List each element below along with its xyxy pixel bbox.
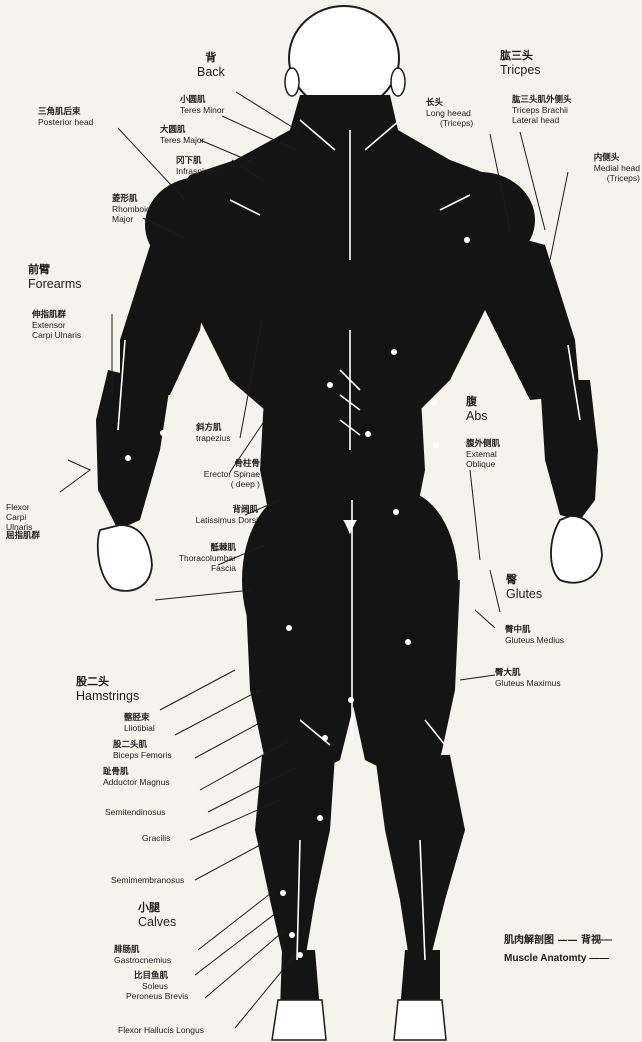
ear-left xyxy=(285,68,299,96)
label-external-oblique: 腹外侧肌 Extemal Oblique xyxy=(466,440,500,469)
label-infraspinatus: 冈下肌 Infraspinatus xyxy=(176,157,225,177)
label-thoracolumbar: 骶棘肌 Thoracolumbar Fascia xyxy=(148,544,236,573)
label-extensor: 伸指肌群 Extensor Carpi Ulnaris xyxy=(32,311,81,340)
group-hamstrings: 股二头 Hamstrings xyxy=(76,676,139,703)
group-forearms: 前臂 Forearms xyxy=(28,264,81,291)
label-medial-head: 内侧头 Medial head (Triceps) xyxy=(594,154,640,183)
label-latissimus: 背阔肌 Latissimus Dorsi xyxy=(158,506,258,526)
label-gracilis: Gracilis xyxy=(142,834,170,844)
foot-left xyxy=(272,1000,326,1040)
caption: 肌肉解剖图 —— 背视 Muscle Anatomty —— xyxy=(504,935,609,964)
label-trapezius: 斜方肌 trapezius xyxy=(196,424,231,444)
label-teres-minor: 小圆肌 Teres Minor xyxy=(180,96,224,116)
label-lateral-head: 肱三头肌外侧头 Triceps Brachii Lateral head xyxy=(512,96,572,125)
label-iliotibial: 髂胫束 Lliotibial xyxy=(124,714,155,734)
foot-right xyxy=(394,1000,446,1040)
group-back: 背 Back xyxy=(197,52,225,79)
label-long-head: 长头 Long heead (Triceps) xyxy=(426,99,473,128)
label-gastrocnemius: 腓肠肌 Gastrocnemius xyxy=(114,946,171,966)
hand-left xyxy=(98,525,152,591)
group-abs: 腹 Abs xyxy=(466,396,488,423)
hand-right xyxy=(551,516,602,583)
label-teres-major: 大圆肌 Teres Major xyxy=(160,126,204,146)
group-glutes: 臀 Glutes xyxy=(506,574,542,601)
label-adductor: 趾骨肌 Adductor Magnus xyxy=(103,768,170,788)
label-soleus: 比目鱼肌 Soleus Peroneus Brevis xyxy=(126,972,188,1001)
label-posterior-head: 三角肌后束 Posterior head xyxy=(38,108,93,128)
label-gluteus-maximus: 臀大肌 Gluteus Maximus xyxy=(495,669,561,689)
label-rhomboid: 菱形肌 Rhomboid Major xyxy=(112,195,151,224)
label-biceps-femoris: 股二头肌 Biceps Femoris xyxy=(113,741,172,761)
label-flexor: Flexor Carpi Ulnaris 屈指肌群 xyxy=(6,503,40,542)
label-erector: 骨柱骨 Erector Spinae ( deep ) xyxy=(168,460,260,489)
label-semitendinosus: Semitendinosus xyxy=(105,808,165,818)
label-flexor-hallucis: Flexor Hallucis Longus xyxy=(118,1026,204,1036)
label-gluteus-medius: 臀中肌 Gluteus Medius xyxy=(505,626,564,646)
group-calves: 小腿 Calves xyxy=(138,902,176,929)
ear-right xyxy=(391,68,405,96)
label-semimembranosus: Semimembranosus xyxy=(111,876,184,886)
head xyxy=(289,6,399,110)
group-triceps: 肱三头 Tricpes xyxy=(500,50,541,77)
